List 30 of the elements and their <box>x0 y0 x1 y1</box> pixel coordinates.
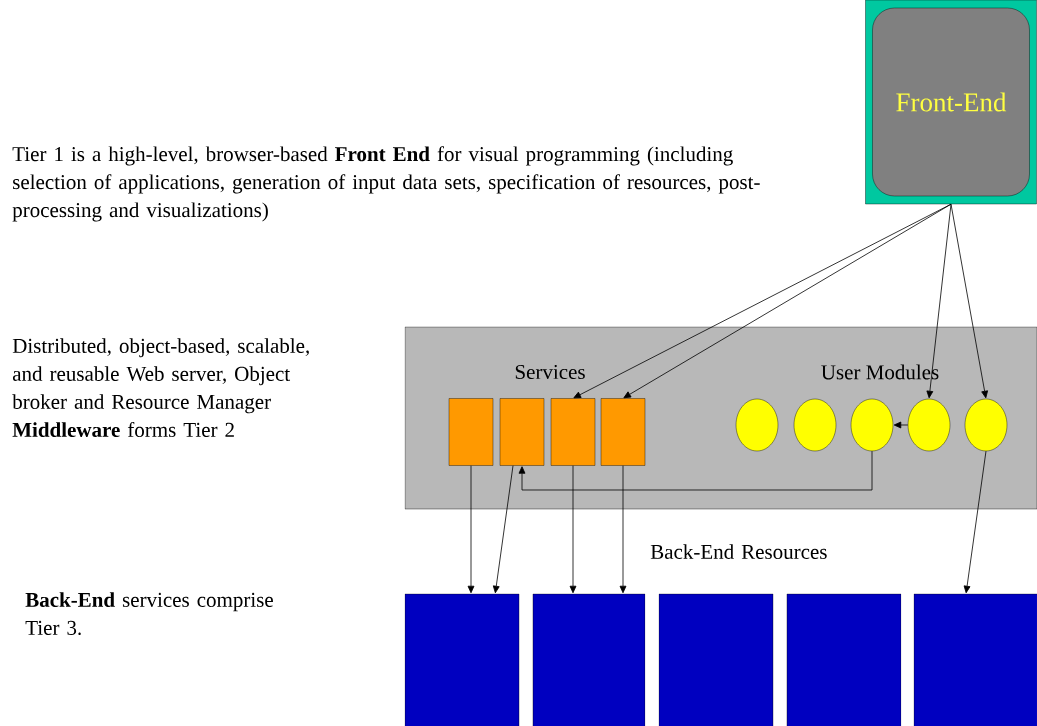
arrow <box>492 465 514 594</box>
section-heading: Back-End Resources <box>650 544 827 559</box>
service-box <box>600 398 646 466</box>
module-circle <box>850 398 894 452</box>
front-end-box: Front-End <box>865 0 1037 205</box>
module-circle <box>964 398 1008 452</box>
resource-box <box>532 593 646 726</box>
resource-box <box>913 593 1037 726</box>
arrow <box>619 465 627 594</box>
panel-heading: Services <box>515 364 585 380</box>
description-text: Distributed, object-based, scalable, and reusable Web server, Object broker and Resource Manager Middleware forms Tier 2 <box>12 338 309 437</box>
arrow <box>518 450 873 491</box>
arrow <box>467 465 475 594</box>
module-circle <box>907 398 951 452</box>
resource-box <box>404 593 520 726</box>
service-box <box>550 398 596 466</box>
service-box <box>499 398 545 466</box>
arrow <box>893 421 909 429</box>
arrow <box>950 203 988 399</box>
arrow <box>963 450 987 594</box>
description-text: Back-End services comprise Tier 3. <box>25 592 273 636</box>
panel-heading: User Modules <box>821 364 939 380</box>
resource-box <box>786 593 902 726</box>
arrow <box>926 203 952 399</box>
module-circle <box>793 398 837 452</box>
service-box <box>448 398 494 466</box>
resource-box <box>658 593 774 726</box>
description-text: Tier 1 is a high-level, browser-based Front End for visual programming (including selection of applications, generation of input data sets, specification of resources, post-processing and visualizations) <box>12 146 760 222</box>
module-circle <box>735 398 779 452</box>
arrow <box>569 465 577 594</box>
